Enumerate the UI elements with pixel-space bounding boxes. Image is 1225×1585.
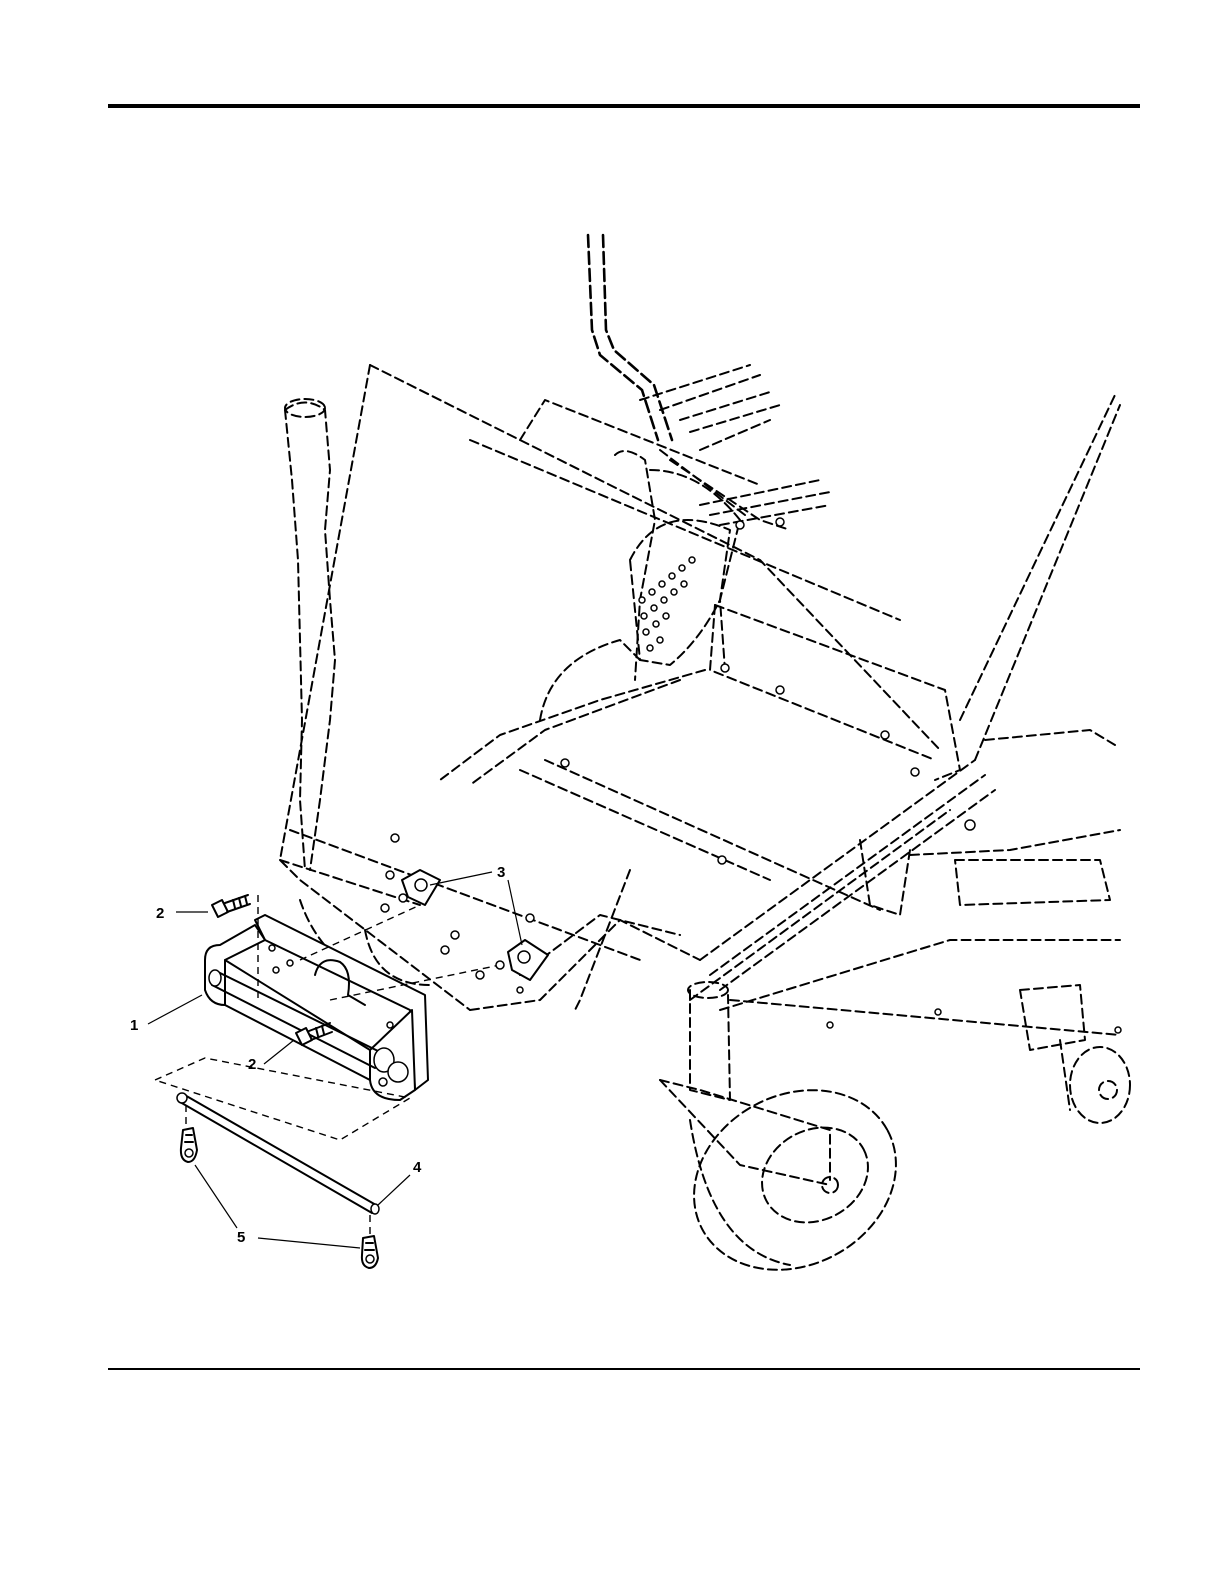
hitch-pin	[177, 1093, 379, 1214]
mower-phantom	[280, 235, 1130, 1304]
perforated-plate-holes	[639, 557, 695, 651]
hairpin-clip-lower	[186, 1105, 378, 1268]
bolt-upper	[212, 895, 250, 917]
callout-3: 3	[430, 864, 522, 945]
callout-5: 5	[195, 1165, 360, 1248]
callout-2-lower: 2	[248, 1040, 294, 1073]
callout-label-1: 1	[130, 1017, 138, 1034]
nut-lower	[476, 940, 548, 980]
frame-bolt-heads	[386, 518, 1121, 1033]
callout-1: 1	[130, 995, 202, 1034]
callout-label-3: 3	[497, 864, 505, 881]
hitch-assembly	[155, 870, 548, 1268]
callout-label-2-upper: 2	[156, 905, 164, 922]
hitch-bracket-left-flange	[205, 925, 265, 1005]
callout-2-upper: 2	[156, 905, 208, 922]
callout-label-2-lower: 2	[248, 1056, 256, 1073]
callout-4: 4	[378, 1159, 422, 1205]
callout-label-4: 4	[413, 1159, 422, 1176]
hairpin-clip-upper	[181, 1128, 197, 1162]
callout-label-5: 5	[237, 1229, 245, 1246]
